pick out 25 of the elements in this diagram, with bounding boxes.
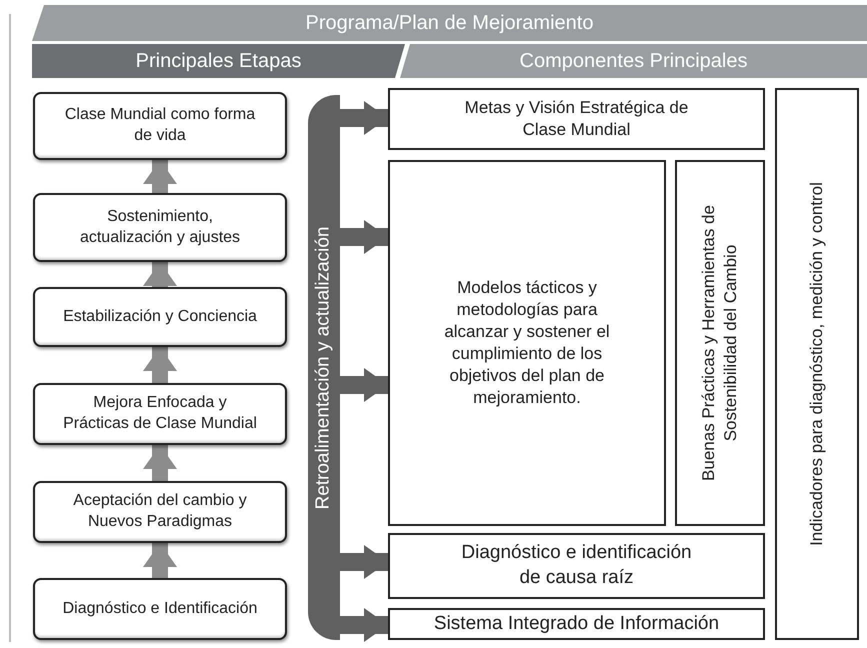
component-box: Metas y Visión Estratégica de Clase Mundial (388, 88, 765, 150)
header-band: Programa/Plan de Mejoramiento (32, 5, 867, 41)
arrow (143, 160, 177, 193)
component-box: Indicadores para diagnóstico, medición y control (775, 88, 859, 640)
component-box: Modelos tácticos y metodologías para alcanzar y sostener el cumplimiento de los objetivos del plan de mejoramiento. (388, 160, 666, 526)
stage-box: Diagnóstico e Identificación (33, 578, 287, 640)
header-band: Principales Etapas (32, 44, 405, 78)
stage-box: Clase Mundial como forma de vida (33, 92, 287, 160)
arrow (340, 220, 388, 254)
arrow (143, 262, 177, 287)
component-box: Diagnóstico e identificación de causa raíz (388, 533, 765, 599)
component-box: Buenas Prácticas y Herramientas de Sostenibilidad del Cambio (675, 160, 765, 526)
arrow (340, 368, 388, 402)
arrow (143, 445, 177, 481)
component-box: Sistema Integrado de Información (388, 608, 765, 640)
header-band: Componentes Principales (400, 44, 867, 78)
feedback-bracket: Retroalimentación y actualización (308, 95, 340, 640)
arrow (143, 347, 177, 383)
arrow (143, 543, 177, 578)
stage-box: Aceptación del cambio y Nuevos Paradigmas (33, 481, 287, 543)
stage-box: Sostenimiento, actualización y ajustes (33, 193, 287, 262)
stage-box: Estabilización y Conciencia (33, 287, 287, 347)
arrow (340, 101, 388, 135)
arrow (340, 608, 388, 642)
stage-box: Mejora Enfocada y Prácticas de Clase Mundial (33, 383, 287, 445)
